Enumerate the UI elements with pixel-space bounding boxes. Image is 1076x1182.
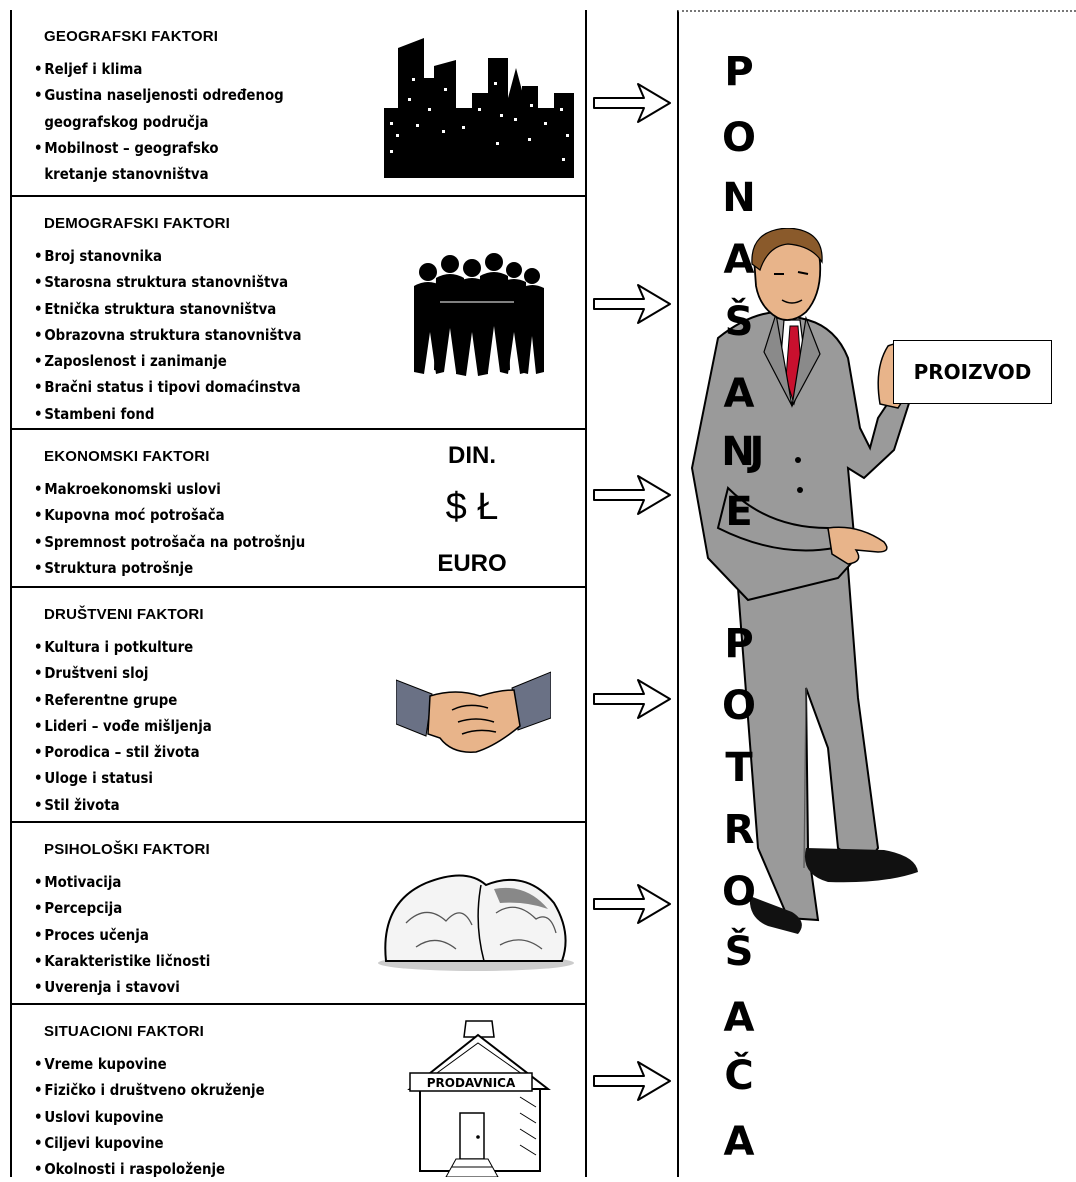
right-arrow-icon xyxy=(593,83,671,123)
currency-din: DIN. xyxy=(448,442,496,469)
factor-title: SITUACIONI FAKTORI xyxy=(44,1023,204,1040)
list-item: •Percepcija xyxy=(34,899,123,918)
right-arrow-icon xyxy=(593,884,671,924)
vertical-title-letter: A xyxy=(723,995,755,1041)
list-item: •Motivacija xyxy=(34,873,122,891)
list-item: •Uslovi kupovine xyxy=(34,1107,164,1126)
vertical-title-letter: E xyxy=(725,489,753,535)
vertical-title-letter: O xyxy=(721,115,756,161)
city-skyline-icon xyxy=(384,38,574,178)
list-item: •Uverenja i stavovi xyxy=(34,978,180,997)
list-item: •Obrazovna struktura stanovništva xyxy=(34,325,302,344)
list-item: •Stambeni fond xyxy=(34,404,155,423)
list-item: •Referentne grupe xyxy=(34,690,178,709)
factor-list: •Vreme kupovine •Fizičko i društveno okr… xyxy=(34,1051,302,1182)
currency-euro: EURO xyxy=(437,550,507,577)
factor-title: PSIHOLOŠKI FAKTORI xyxy=(44,841,210,858)
list-item: •Broj stanovnika xyxy=(34,247,162,265)
vertical-title-letter: P xyxy=(724,621,754,667)
list-item: •Proces učenja xyxy=(34,925,149,944)
list-item: •Spremnost potrošača na potrošnju xyxy=(34,532,306,551)
list-item: •Lideri – vođe mišljenja xyxy=(34,716,212,735)
vertical-title-letter: N xyxy=(722,175,756,221)
factor-title: DEMOGRAFSKI FAKTORI xyxy=(44,215,231,232)
vertical-title-letter: P xyxy=(724,49,754,95)
factor-demographic: DEMOGRAFSKI FAKTORI •Broj stanovnika •St… xyxy=(12,197,585,430)
vertical-title-letter: O xyxy=(721,869,756,915)
list-item: •Fizičko i društveno okruženje xyxy=(34,1081,265,1100)
store-icon: PRODAVNICA xyxy=(407,1020,551,1177)
list-item: •Kultura i potkulture xyxy=(34,638,194,656)
vertical-title-letter: N xyxy=(721,429,755,475)
currency-symbols: $ Ł xyxy=(445,486,499,528)
list-item: •Bračni status i tipovi domaćinstva xyxy=(34,378,301,397)
vertical-title-letter: T xyxy=(725,745,753,791)
list-item: •Porodica – stil života xyxy=(34,743,200,762)
vertical-title-letter: Š xyxy=(724,929,754,975)
factor-title: DRUŠTVENI FAKTORI xyxy=(44,606,204,623)
list-item: •Uloge i statusi xyxy=(34,769,153,788)
handshake-icon xyxy=(396,671,551,753)
factor-list: •Makroekonomski uslovi •Kupovna moć potr… xyxy=(34,476,349,581)
factor-psychological: PSIHOLOŠKI FAKTORI •Motivacija •Percepci… xyxy=(12,823,585,1005)
vertical-title-letter: R xyxy=(723,807,755,853)
factor-list: •Reljef i klima •Gustina naseljenosti od… xyxy=(34,56,324,187)
list-item: •Kupovna moć potrošača xyxy=(34,506,225,525)
list-item: •Gustina naseljenosti određenog xyxy=(34,86,284,105)
list-item: •Karakteristike ličnosti xyxy=(34,951,211,970)
vertical-title-letter: A xyxy=(723,237,755,283)
right-arrow-icon xyxy=(593,1061,671,1101)
product-sign-label: PROIZVOD xyxy=(913,360,1032,384)
list-item: •Stil života xyxy=(34,795,120,814)
list-item: •Vreme kupovine xyxy=(34,1055,167,1073)
right-arrow-icon xyxy=(593,284,671,324)
list-item: •Okolnosti i raspoloženje xyxy=(34,1160,226,1179)
store-sign-text: PRODAVNICA xyxy=(427,1076,516,1090)
factors-column: GEOGRAFSKI FAKTORI •Reljef i klima •Gust… xyxy=(10,10,587,1178)
right-arrow-icon xyxy=(593,679,671,719)
factor-list: •Motivacija •Percepcija •Proces učenja •… xyxy=(34,869,239,1000)
list-item: •Starosna struktura stanovništva xyxy=(34,273,289,292)
vertical-title-letter: J xyxy=(749,429,765,475)
factor-title: GEOGRAFSKI FAKTORI xyxy=(44,28,219,45)
factor-geographic: GEOGRAFSKI FAKTORI •Reljef i klima •Gust… xyxy=(12,10,585,197)
people-group-icon xyxy=(414,253,544,376)
right-arrow-icon xyxy=(593,475,671,515)
vertical-title-letter: Č xyxy=(724,1053,754,1099)
list-item: •Struktura potrošnje xyxy=(34,558,194,577)
list-item: •Zaposlenost i zanimanje xyxy=(34,352,227,371)
list-item: kretanje stanovništva xyxy=(44,165,209,184)
factor-list: •Kultura i potkulture •Društveni sloj •R… xyxy=(34,634,241,818)
list-item: •Ciljevi kupovine xyxy=(34,1133,164,1152)
list-item: •Društveni sloj xyxy=(34,664,149,683)
factor-social: DRUŠTVENI FAKTORI •Kultura i potkulture … xyxy=(12,588,585,823)
product-sign: PROIZVOD xyxy=(893,340,1052,404)
vertical-title-letter: A xyxy=(723,371,755,417)
list-item: •Mobilnost – geografsko xyxy=(34,138,219,157)
vertical-title-letter: A xyxy=(723,1119,755,1165)
consumer-behavior-panel xyxy=(677,10,1076,1177)
factor-economic: EKONOMSKI FAKTORI •Makroekonomski uslovi… xyxy=(12,430,585,588)
factor-title: EKONOMSKI FAKTORI xyxy=(44,448,210,465)
brain-icon xyxy=(378,874,574,971)
list-item: •Makroekonomski uslovi xyxy=(34,480,221,498)
vertical-title-letter: O xyxy=(721,683,756,729)
list-item: •Etnička struktura stanovništva xyxy=(34,299,277,318)
list-item: •Reljef i klima xyxy=(34,60,143,78)
vertical-title-letter: Š xyxy=(724,299,754,345)
factor-list: •Broj stanovnika •Starosna struktura sta… xyxy=(34,243,345,427)
factor-situational: SITUACIONI FAKTORI •Vreme kupovine •Fizi… xyxy=(12,1005,585,1178)
list-item: geografskog područja xyxy=(44,112,209,131)
